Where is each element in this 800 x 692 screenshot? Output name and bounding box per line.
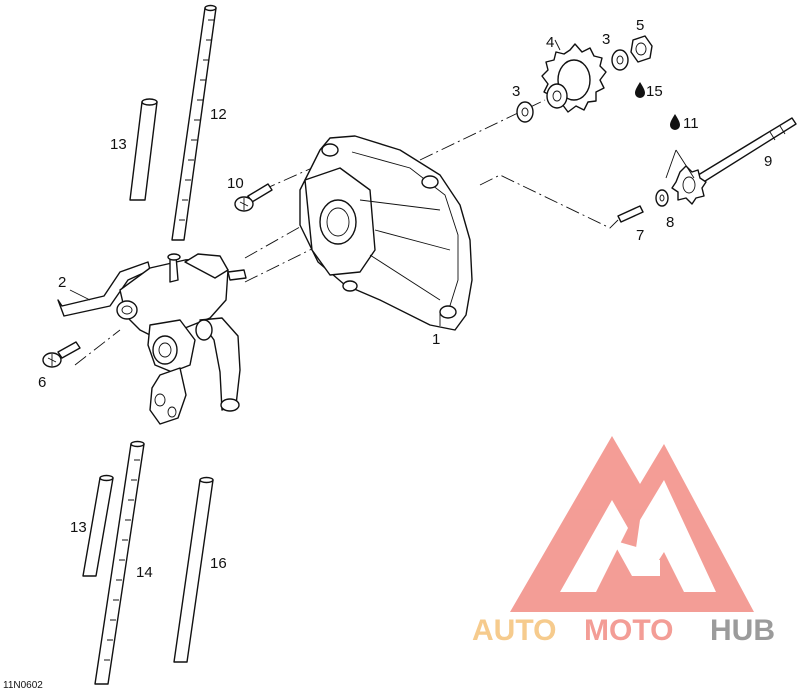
- part-12-tube: [171, 4, 217, 241]
- part-14-tube: [94, 440, 145, 685]
- callout-8: 8: [666, 214, 674, 231]
- callout-3b: 3: [602, 31, 610, 48]
- part-8-washer: [655, 189, 669, 207]
- part-2-bracket: [57, 261, 151, 317]
- part-5-nut: [630, 35, 653, 63]
- callout-3a: 3: [512, 83, 520, 100]
- callout-12: 12: [210, 106, 227, 123]
- part-6-screw: [42, 341, 81, 368]
- part-16-tube: [173, 476, 214, 663]
- callout-labels: 1 2 3 3 4 5 6 7 8 9 10 11 12 13 13 14 15…: [38, 17, 772, 581]
- logo-word-hub: HUB: [710, 614, 775, 647]
- logo-g-mark: [612, 540, 660, 576]
- callout-10: 10: [227, 175, 244, 192]
- drawing-code: 11N0602: [3, 680, 43, 691]
- part-7-pin: [617, 205, 644, 223]
- watermark-logo: AUTO MOTO HUB: [472, 436, 775, 647]
- part-13-short-tube-bottom: [82, 474, 114, 577]
- part-4-gear: [541, 39, 607, 113]
- part-9-shaft: [689, 117, 797, 189]
- logo-word-moto: MOTO: [584, 614, 673, 647]
- callout-13a: 13: [110, 136, 127, 153]
- callout-15: 15: [646, 83, 663, 100]
- callout-5: 5: [636, 17, 644, 34]
- part-3-washer-a: [516, 101, 534, 123]
- callout-14: 14: [136, 564, 153, 581]
- part-3-washer-b: [611, 49, 629, 71]
- callout-16: 16: [210, 555, 227, 572]
- callout-13b: 13: [70, 519, 87, 536]
- callout-4: 4: [546, 34, 554, 51]
- callout-11: 11: [683, 115, 699, 132]
- oil-drop-icon: [635, 82, 645, 98]
- part-13-short-tube-top: [129, 98, 158, 201]
- callout-9: 9: [764, 153, 772, 170]
- oil-pump-body: [116, 253, 247, 425]
- logo-triangle: [510, 436, 754, 612]
- part-1-pump-housing: [299, 135, 473, 331]
- part-11-pinion-gear: [665, 149, 707, 205]
- callout-6: 6: [38, 374, 46, 391]
- oil-drop-icon: [670, 114, 680, 130]
- logo-word-auto: AUTO: [472, 614, 556, 647]
- part-10-screw: [234, 183, 273, 212]
- callout-7: 7: [636, 227, 644, 244]
- callout-1: 1: [432, 331, 440, 348]
- callout-2: 2: [58, 274, 66, 291]
